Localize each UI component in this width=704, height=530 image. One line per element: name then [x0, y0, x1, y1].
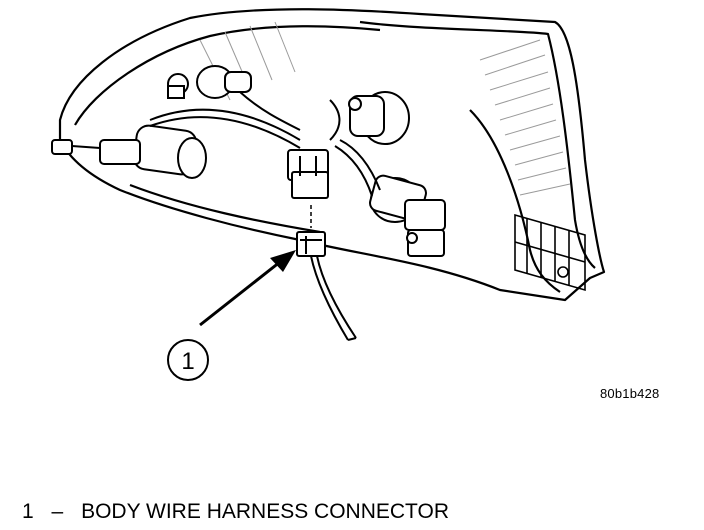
housing-shading — [199, 21, 571, 196]
legend-label: BODY WIRE HARNESS CONNECTOR — [81, 500, 450, 523]
lamp-wiring — [149, 91, 381, 197]
callout-1: 1 — [167, 339, 209, 381]
bulb-socket-right-lower — [369, 174, 446, 257]
bulb-socket-upper-left — [167, 65, 252, 99]
legend-number: 1 — [22, 500, 34, 523]
lamp-housing — [58, 8, 606, 302]
body-wire-harness-connector — [296, 231, 326, 257]
callout-number: 1 — [181, 348, 194, 375]
body-wire-lead — [310, 255, 357, 341]
tail-lamp-diagram: 1 — [51, 8, 606, 381]
bulb-socket-right-upper — [348, 91, 410, 145]
legend: 1 – BODY WIRE HARNESS CONNECTOR — [22, 500, 449, 524]
legend-dash: – — [51, 500, 64, 523]
callout-arrow — [199, 250, 296, 327]
lamp-side-connector — [287, 149, 329, 199]
figure-reference-code: 80b1b428 — [600, 386, 660, 401]
bulb-socket-left — [51, 124, 207, 179]
side-reflector — [514, 213, 586, 292]
